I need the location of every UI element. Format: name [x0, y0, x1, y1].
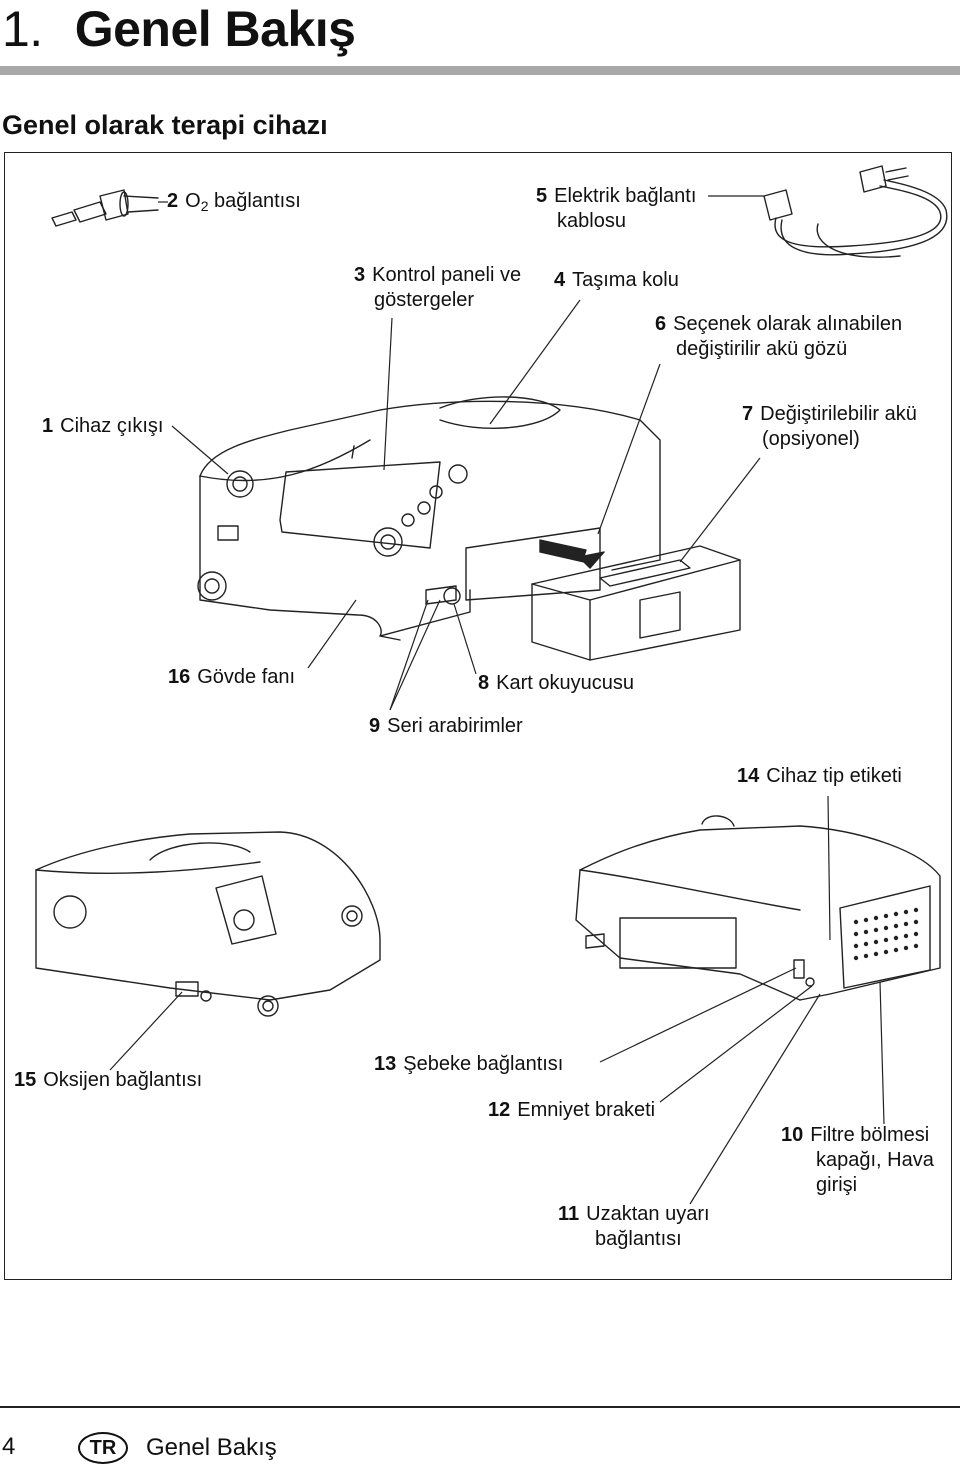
- label-text: değiştirilir akü gözü: [676, 338, 848, 360]
- fan-grille: [853, 907, 919, 961]
- heading-rule: [0, 66, 960, 75]
- label-battery-compartment: 6 Seçenek olarak alınabilen değiştirilir a…: [655, 312, 902, 362]
- label-number: 5: [536, 185, 548, 207]
- label-mains-connection: 13 Şebeke bağlantısı: [374, 1052, 563, 1077]
- power-cable-drawing: [763, 165, 948, 258]
- label-text: Emniyet braketi: [517, 1099, 656, 1121]
- label-number: 7: [742, 403, 754, 425]
- label-number: 9: [369, 715, 381, 737]
- label-text: bağlantısı: [208, 190, 301, 212]
- label-text: (opsiyonel): [762, 428, 860, 450]
- label-oxygen-connection: 15 Oksijen bağlantısı: [14, 1068, 202, 1093]
- label-control-panel: 3 Kontrol paneli ve göstergeler: [354, 263, 521, 313]
- label-text: kapağı, Hava: [816, 1149, 934, 1171]
- label-device-outlet: 1 Cihaz çıkışı: [42, 414, 163, 439]
- label-text: kablosu: [557, 210, 626, 232]
- label-text: Kart okuyucusu: [496, 672, 634, 694]
- label-text: Seri arabirimler: [387, 715, 523, 737]
- figure-frame: [4, 152, 952, 1280]
- label-power-cable: 5 Elektrik bağlantı kablosu: [536, 184, 696, 234]
- label-number: 13: [374, 1053, 397, 1075]
- label-number: 1: [42, 415, 54, 437]
- page-heading: 1. Genel Bakış: [2, 0, 356, 58]
- footer-title: Genel Bakış: [146, 1434, 277, 1461]
- label-text: girişi: [816, 1174, 858, 1196]
- label-number: 16: [168, 666, 191, 688]
- battery-drawing: [531, 545, 741, 661]
- left-device-drawing: [35, 831, 381, 1017]
- label-text: Gövde fanı: [197, 666, 296, 688]
- label-card-reader: 8 Kart okuyucusu: [478, 671, 634, 696]
- label-text: Değiştirilebilir akü: [760, 403, 917, 425]
- label-carry-handle: 4 Taşıma kolu: [554, 268, 679, 293]
- label-number: 15: [14, 1069, 37, 1091]
- label-text: Filtre bölmesi: [810, 1124, 930, 1146]
- chapter-title: Genel Bakış: [74, 1, 356, 57]
- page-number: 4: [2, 1433, 16, 1460]
- label-text: Oksijen bağlantısı: [43, 1069, 203, 1091]
- label-text: Kontrol paneli ve: [372, 264, 522, 286]
- label-number: 8: [478, 672, 490, 694]
- label-type-plate: 14 Cihaz tip etiketi: [737, 764, 902, 789]
- label-filter-cover: 10 Filtre bölmesi kapağı, Hava girişi: [781, 1123, 934, 1198]
- label-text: Uzaktan uyarı: [586, 1203, 710, 1225]
- label-subscript: 2: [200, 198, 209, 214]
- label-text: göstergeler: [374, 289, 475, 311]
- language-badge: TR: [78, 1432, 128, 1464]
- leader-lines: [109, 195, 885, 1205]
- label-number: 11: [558, 1203, 580, 1225]
- label-serial-interfaces: 9 Seri arabirimler: [369, 714, 523, 739]
- label-text: Seçenek olarak alınabilen: [673, 313, 903, 335]
- label-number: 6: [655, 313, 667, 335]
- chapter-number: 1.: [2, 1, 43, 57]
- right-device-drawing: [575, 815, 941, 1001]
- footer-rule: [0, 1406, 960, 1408]
- label-replaceable-battery: 7 Değiştirilebilir akü (opsiyonel): [742, 402, 917, 452]
- label-text: Elektrik bağlantı: [554, 185, 697, 207]
- label-text: Cihaz tip etiketi: [766, 765, 902, 787]
- label-number: 10: [781, 1124, 804, 1146]
- label-text: O: [185, 190, 201, 212]
- label-number: 12: [488, 1099, 511, 1121]
- label-housing-fan: 16 Gövde fanı: [168, 665, 295, 690]
- label-number: 2: [167, 190, 179, 212]
- label-number: 3: [354, 264, 366, 286]
- o2-connector-drawing: [51, 189, 159, 227]
- label-safety-bracket: 12 Emniyet braketi: [488, 1098, 655, 1123]
- label-remote-alarm: 11 Uzaktan uyarı bağlantısı: [558, 1202, 710, 1252]
- label-text: Cihaz çıkışı: [60, 415, 164, 437]
- section-title: Genel olarak terapi cihazı: [2, 110, 328, 140]
- label-text: bağlantısı: [595, 1228, 682, 1250]
- main-device-drawing: [197, 396, 661, 641]
- label-number: 14: [737, 765, 760, 787]
- label-number: 4: [554, 269, 566, 291]
- label-text: Taşıma kolu: [572, 269, 679, 291]
- label-text: Şebeke bağlantısı: [403, 1053, 564, 1075]
